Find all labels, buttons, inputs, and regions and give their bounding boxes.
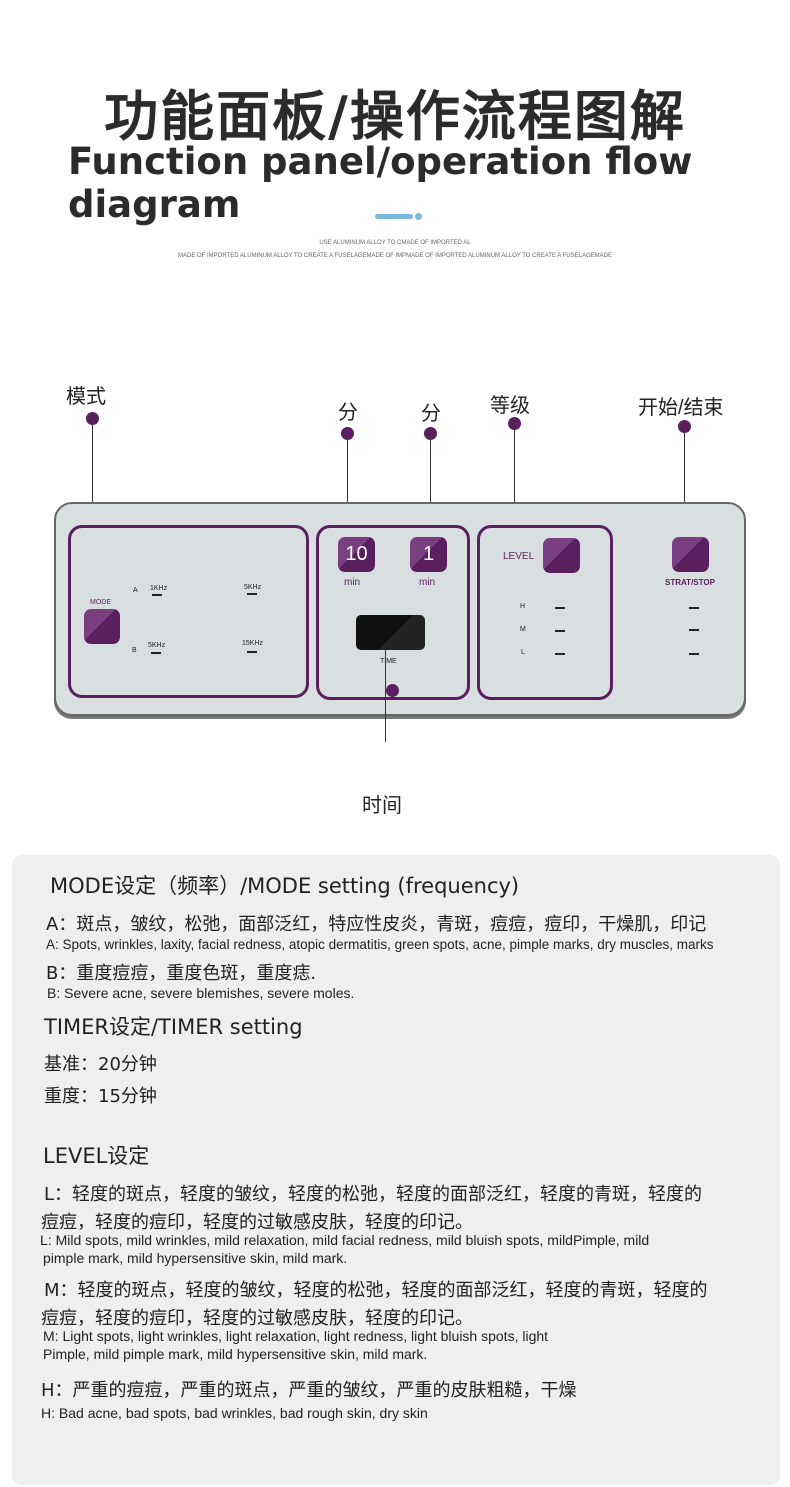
callout-dot <box>86 412 99 425</box>
start-stop-button[interactable] <box>672 537 709 572</box>
min-label: min <box>419 577 436 588</box>
callout-dot <box>386 684 399 697</box>
mode-b: B <box>132 647 137 654</box>
level-l-en-2: pimple mark, mild hypersensitive skin, m… <box>43 1250 348 1266</box>
mode-section <box>68 525 309 698</box>
time-label: TIME <box>380 658 397 665</box>
decor-dot <box>415 213 422 220</box>
info-box <box>12 855 780 1485</box>
mode-a-en: A: Spots, wrinkles, laxity, facial redne… <box>46 937 714 952</box>
callout-line <box>514 430 515 526</box>
callout-line <box>430 440 431 540</box>
level-m-en-2: Pimple, mild pimple mark, mild hypersens… <box>43 1346 428 1362</box>
level-h-cn: H：严重的痘痘，严重的斑点，严重的皱纹，严重的皮肤粗糙，干燥 <box>41 1380 577 1401</box>
level-m-cn-1: M：轻度的斑点，轻度的皱纹，轻度的松弛，轻度的面部泛红，轻度的青斑，轻度的 <box>44 1280 708 1301</box>
indicator <box>689 653 699 655</box>
level-label: LEVEL <box>503 551 535 562</box>
subtitle-2: MADE OF IMPORTED ALUMINUM ALLOY TO CREAT… <box>178 253 612 259</box>
level-setting-title: LEVEL设定 <box>43 1144 150 1168</box>
indicator <box>689 629 699 631</box>
level-l-cn-2: 痘痘，轻度的痘印，轻度的过敏感皮肤，轻度的印记。 <box>41 1212 473 1233</box>
callout-dot <box>508 417 521 430</box>
callout-min-1: 分 <box>338 402 358 424</box>
callout-level: 等级 <box>490 395 530 417</box>
mode-label: MODE <box>90 599 111 606</box>
timer-standard: 基准：20分钟 <box>44 1054 157 1075</box>
freq-b2: 15KHz <box>242 640 264 647</box>
mode-b-cn: B：重度痘痘，重度色斑，重度痣. <box>46 963 317 984</box>
min-label: min <box>344 577 361 588</box>
level-m-cn-2: 痘痘，轻度的痘印，轻度的过敏感皮肤，轻度的印记。 <box>41 1308 473 1329</box>
mode-button[interactable] <box>84 609 120 644</box>
level-h: H <box>520 603 526 610</box>
time-display <box>356 615 425 650</box>
callout-line <box>385 650 386 742</box>
indicator-b2 <box>247 651 257 653</box>
callout-dot <box>678 420 691 433</box>
mode-a: A <box>133 587 138 594</box>
freq-b1: 5KHz <box>148 642 166 649</box>
mode-a-cn: A：斑点，皱纹，松弛，面部泛红，特应性皮炎，青斑，痘痘，痘印，干燥肌，印记 <box>46 914 707 935</box>
subtitle-1: USE ALUMINUM ALLOY TO CMADE OF IMPORTED … <box>319 240 471 246</box>
start-stop-label: STRAT/STOP <box>665 578 715 587</box>
timer-10-button[interactable]: 10 <box>338 537 375 572</box>
mode-b-en: B: Severe acne, severe blemishes, severe… <box>47 985 355 1001</box>
timer-setting-title: TIMER设定/TIMER setting <box>44 1015 303 1039</box>
callout-min-2: 分 <box>421 403 441 425</box>
title-en: Function panel/operation flow diagram <box>68 140 693 226</box>
level-l-en-1: L: Mild spots, mild wrinkles, mild relax… <box>40 1232 650 1248</box>
timer-1-button[interactable]: 1 <box>410 537 447 572</box>
level-l: L <box>521 649 525 656</box>
level-m: M <box>520 626 526 633</box>
level-l-cn-1: L：轻度的斑点，轻度的皱纹，轻度的松弛，轻度的面部泛红，轻度的青斑，轻度的 <box>44 1184 703 1205</box>
indicator <box>689 607 699 609</box>
callout-mode: 模式 <box>66 386 106 408</box>
indicator-l <box>555 653 565 655</box>
level-section <box>477 525 613 700</box>
callout-startstop: 开始/结束 <box>638 397 724 419</box>
timer-section <box>316 525 470 700</box>
freq-a2: 5KHz <box>244 584 262 591</box>
callout-dot <box>424 427 437 440</box>
control-panel <box>54 502 746 716</box>
indicator-b1 <box>151 652 161 654</box>
callout-time: 时间 <box>362 795 402 817</box>
indicator-a2 <box>247 593 257 595</box>
timer-severe: 重度：15分钟 <box>44 1086 157 1107</box>
indicator-m <box>555 630 565 632</box>
decor-bar <box>375 214 413 219</box>
callout-line <box>684 433 685 538</box>
callout-dot <box>341 427 354 440</box>
mode-setting-title: MODE设定（频率）/MODE setting (frequency) <box>50 874 520 898</box>
title-cn: 功能面板/操作流程图解 <box>104 85 686 148</box>
level-h-en: H: Bad acne, bad spots, bad wrinkles, ba… <box>41 1405 428 1421</box>
callout-line <box>347 440 348 540</box>
indicator-a1 <box>152 594 162 596</box>
freq-a1: 1KHz <box>150 585 168 592</box>
level-button[interactable] <box>543 538 580 573</box>
indicator-h <box>555 607 565 609</box>
level-m-en-1: M: Light spots, light wrinkles, light re… <box>43 1328 549 1344</box>
